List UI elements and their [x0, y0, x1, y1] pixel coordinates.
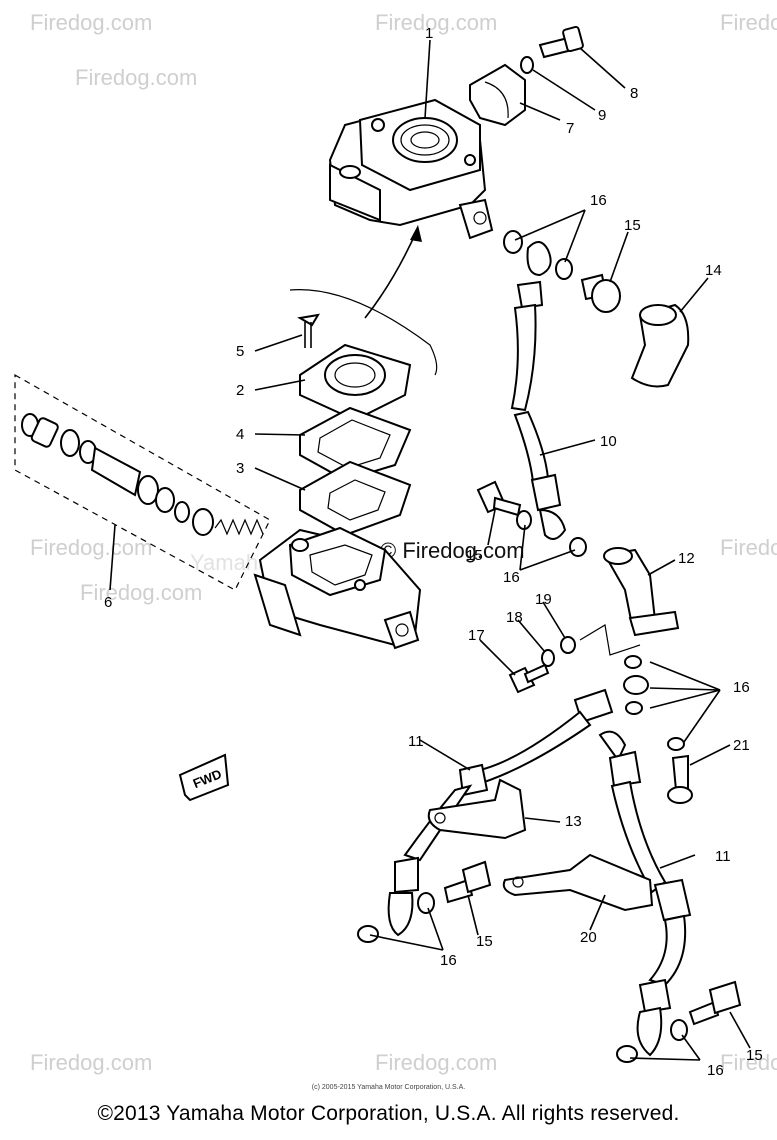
- hose-part-11-right: [598, 730, 692, 1063]
- screw-part-5: [297, 313, 320, 348]
- watermark: Firedog.com: [720, 10, 777, 35]
- callout-16: 16: [733, 679, 750, 696]
- watermark: Firedog.com: [30, 10, 152, 35]
- callout-17: 17: [468, 627, 485, 644]
- callout-9: 9: [598, 107, 606, 124]
- leader-line-19: [579, 624, 641, 656]
- bolt-part-15-bottom: [688, 980, 742, 1026]
- copyright-notice: ©2013 Yamaha Motor Corporation, U.S.A. A…: [97, 1102, 680, 1125]
- watermark: Firedog.com: [30, 535, 152, 560]
- watermark: Firedog.com: [80, 580, 202, 605]
- watermark: Firedog.com: [720, 535, 777, 560]
- diaphragm-part-3: [299, 460, 412, 537]
- boot-part-14: [630, 303, 690, 388]
- washer-part-19: [560, 636, 576, 654]
- bolt-part-15-lower: [443, 860, 492, 904]
- callout-labels: 1 5 2 4 3 6 7 8 9 10 11 11 12 13 14 15 1…: [104, 25, 763, 1079]
- callout-1: 1: [425, 25, 433, 42]
- washer-part-18: [541, 649, 555, 667]
- outline-curve: [289, 289, 438, 376]
- callout-10: 10: [600, 433, 617, 450]
- callout-16: 16: [440, 952, 457, 969]
- assembly-arrow: [364, 227, 419, 319]
- joint-part-12: [603, 547, 680, 637]
- washer-part-9: [520, 56, 534, 74]
- callout-4: 4: [236, 426, 244, 443]
- watermark: Firedog.com: [30, 1050, 152, 1075]
- watermark: Firedog.com: [720, 1050, 777, 1075]
- callout-11: 11: [715, 848, 731, 865]
- watermark: Firedog.com: [375, 10, 497, 35]
- watermark-layer: Firedog.com Firedog.com Firedog.com Fire…: [30, 10, 777, 1075]
- callout-19: 19: [535, 591, 552, 608]
- watermark: Firedog.com: [75, 65, 197, 90]
- callout-7: 7: [566, 120, 574, 137]
- small-copyright: (c) 2005-2015 Yamaha Motor Corporation, …: [311, 1084, 466, 1091]
- bolt-part-8: [538, 25, 584, 59]
- bracket-part-20: [502, 853, 654, 912]
- bolt-part-15-mid: [476, 480, 587, 557]
- callout-15: 15: [746, 1047, 763, 1064]
- bolt-part-17: [508, 663, 550, 694]
- callout-6: 6: [104, 594, 112, 611]
- hose-part-10: [503, 230, 621, 540]
- callout-15: 15: [624, 217, 641, 234]
- callout-12: 12: [678, 550, 695, 567]
- arrow-head: [410, 225, 422, 242]
- callout-16: 16: [590, 192, 607, 209]
- callout-14: 14: [705, 262, 722, 279]
- callout-20: 20: [580, 929, 597, 946]
- master-cylinder-bottom: [253, 526, 422, 650]
- callout-15: 15: [476, 933, 493, 950]
- bolt-part-21: [667, 754, 693, 804]
- callout-21: 21: [733, 737, 750, 754]
- callout-8: 8: [630, 85, 638, 102]
- clamp-part-7: [469, 63, 526, 127]
- watermark: Firedog.com: [375, 1050, 497, 1075]
- hose-part-11-left: [357, 688, 614, 943]
- leader-lines: [109, 39, 751, 1061]
- callout-18: 18: [506, 609, 523, 626]
- callout-2: 2: [236, 382, 244, 399]
- callout-13: 13: [565, 813, 582, 830]
- callout-15: 15: [466, 547, 483, 564]
- cover-part-2: [299, 343, 412, 422]
- callout-16: 16: [503, 569, 520, 586]
- callout-16: 16: [707, 1062, 724, 1079]
- piston-kit-part-6: [14, 373, 271, 591]
- bracket-part-13: [427, 778, 527, 840]
- master-cylinder-top: [328, 98, 494, 240]
- forward-indicator: FWD: [178, 753, 230, 802]
- watermark-brand: © Firedog.com: [380, 538, 525, 563]
- lower-washers-16: [623, 655, 685, 751]
- gasket-part-4: [299, 406, 412, 482]
- callout-3: 3: [236, 460, 244, 477]
- callout-5: 5: [236, 343, 244, 360]
- callout-11: 11: [408, 733, 424, 750]
